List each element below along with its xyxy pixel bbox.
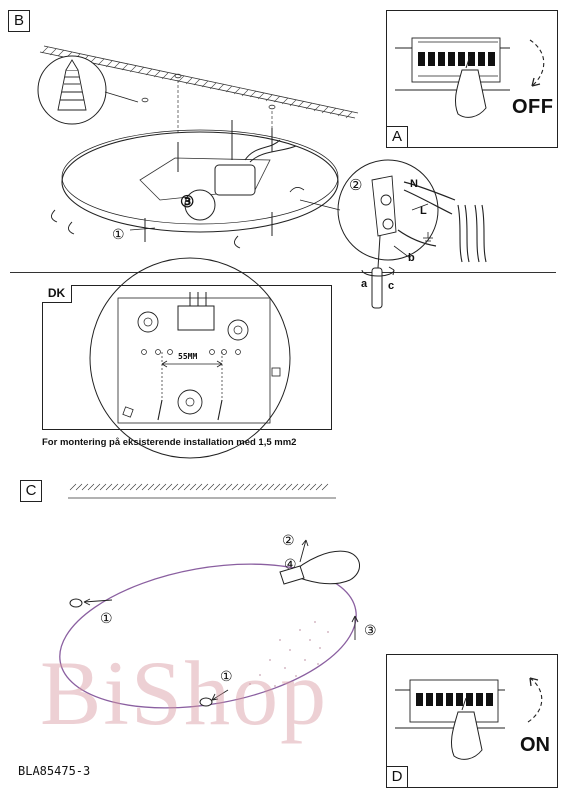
- watermark-text: BiShop: [40, 640, 328, 746]
- breaker-on-label: ON: [520, 734, 550, 757]
- model-code: BLA85475-3: [18, 764, 90, 778]
